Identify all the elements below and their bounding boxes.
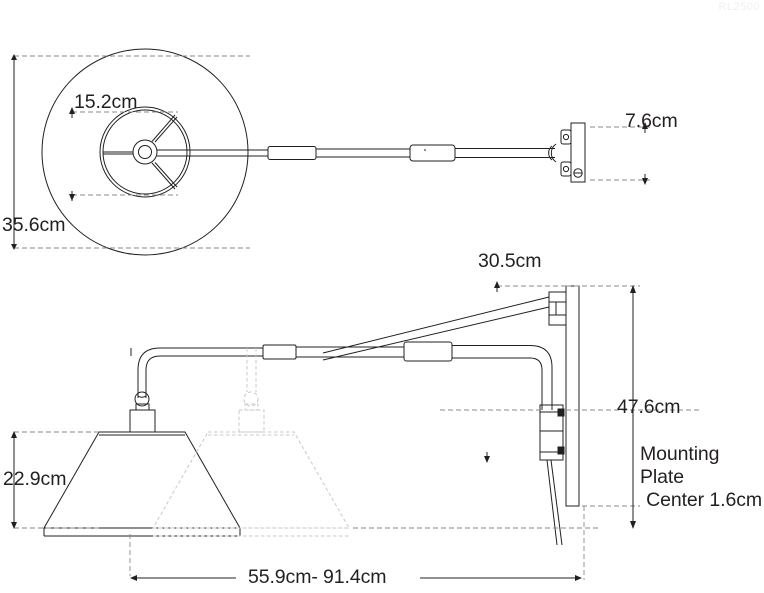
note-mounting-plate-line2: Plate [640,466,684,488]
phantom-shade [152,348,350,537]
dimension-shade-outer-diameter: 35.6cm [2,214,66,236]
top-view-dimensions [14,55,650,249]
dimension-arm-top-offset: 30.5cm [478,250,542,272]
dimension-extension-range: 55.9cm- 91.4cm [248,566,387,588]
dimension-shade-height: 22.9cm [3,468,67,490]
dimension-drop-height: 47.6cm [617,396,681,418]
dimension-wall-plate-width: 7.6cm [625,110,678,132]
note-mounting-plate-line3: Center 1.6cm [646,489,762,511]
top-view-group [41,48,586,256]
dimension-shade-inner-top: 15.2cm [74,91,138,113]
watermark-label: RL2500 [718,1,760,13]
side-view-group [43,285,580,546]
shade-outer-circle [41,48,249,256]
note-mounting-plate-line1: Mounting [640,443,720,465]
